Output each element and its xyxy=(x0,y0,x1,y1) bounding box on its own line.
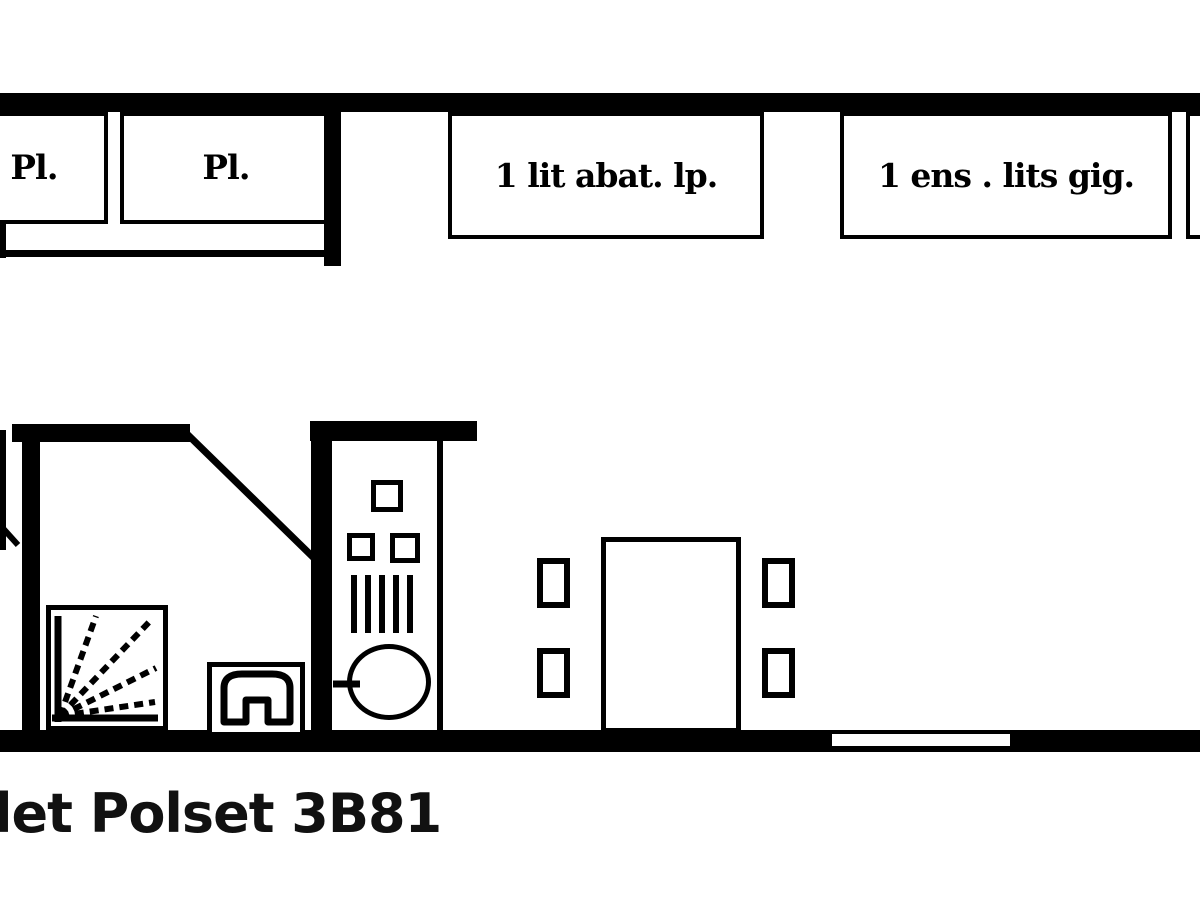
kitchen-drainboard-line-5 xyxy=(407,575,413,633)
wall-closet-bottom-return xyxy=(0,250,330,257)
wall-left-stub-upper xyxy=(0,224,6,258)
wall-kitchen-counter-right-edge xyxy=(437,436,443,738)
stove-burner-small-right[interactable] xyxy=(390,533,420,563)
room-cell-foldaway-bed[interactable]: 1 lit abat. lp. xyxy=(448,112,764,239)
toilet-enclosure[interactable] xyxy=(207,662,305,732)
kitchen-drainboard-line-1 xyxy=(351,575,357,633)
wall-top-exterior xyxy=(0,93,1200,112)
room-cell-right-cropped[interactable] xyxy=(1186,112,1200,239)
room-cell-nesting-beds[interactable]: 1 ens . lits gig. xyxy=(840,112,1172,239)
room-label-foldaway-bed: 1 lit abat. lp. xyxy=(494,156,718,195)
shower-enclosure[interactable] xyxy=(46,605,168,731)
wall-bathroom-partition-vertical xyxy=(22,424,40,738)
kitchen-drainboard-line-2 xyxy=(365,575,371,633)
chair-top-right[interactable] xyxy=(762,558,795,608)
wall-bottom-exterior xyxy=(0,730,1200,752)
room-label-closet-second: Pl. xyxy=(202,148,250,188)
kitchen-drainboard-line-4 xyxy=(393,575,399,633)
room-label-closet-left: Pl. xyxy=(10,148,58,188)
wall-kitchen-left-vertical xyxy=(311,421,332,738)
kitchen-drainboard-line-3 xyxy=(379,575,385,633)
kitchen-sink[interactable] xyxy=(347,644,431,720)
dining-table[interactable] xyxy=(601,537,741,733)
stove-burner-large[interactable] xyxy=(371,480,403,512)
wall-bathroom-top xyxy=(12,424,190,442)
chair-bottom-right[interactable] xyxy=(762,648,795,698)
wall-kitchen-top xyxy=(310,421,477,441)
door-swing-diagonal xyxy=(182,429,321,565)
room-cell-closet-second[interactable]: Pl. xyxy=(120,112,332,224)
room-label-nesting-beds: 1 ens . lits gig. xyxy=(877,156,1135,195)
room-cell-closet-left[interactable]: Pl. xyxy=(0,112,108,224)
chair-top-left[interactable] xyxy=(537,558,570,608)
page-title: let Polset 3B81 xyxy=(0,782,442,845)
chair-bottom-left[interactable] xyxy=(537,648,570,698)
door-leaf-left[interactable] xyxy=(0,430,6,550)
wall-partition-vertical-upper xyxy=(324,106,341,266)
window-opening-bottom-wall xyxy=(832,734,1010,746)
stove-burner-small-left[interactable] xyxy=(347,533,375,561)
